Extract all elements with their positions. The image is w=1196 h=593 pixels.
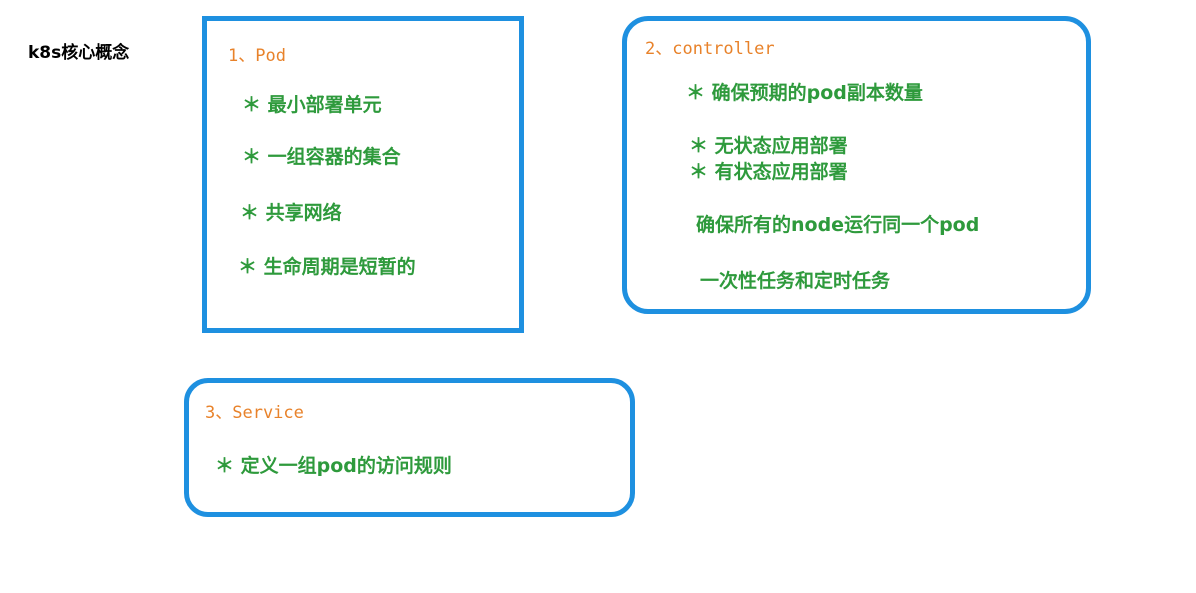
pod-item-2: ＊ 一组容器的集合 <box>242 146 401 168</box>
controller-item-3: ＊ 有状态应用部署 <box>689 161 848 183</box>
pod-title: 1、Pod <box>228 46 286 66</box>
controller-box <box>622 16 1091 314</box>
service-item-1: ＊ 定义一组pod的访问规则 <box>215 455 452 477</box>
page-title: k8s核心概念 <box>28 43 130 63</box>
pod-item-4: ＊ 生命周期是短暂的 <box>238 256 416 278</box>
controller-item-2: ＊ 无状态应用部署 <box>689 135 848 157</box>
controller-item-5: 一次性任务和定时任务 <box>700 270 891 292</box>
controller-title: 2、controller <box>645 39 775 59</box>
service-title: 3、Service <box>205 403 304 423</box>
service-box <box>184 378 635 517</box>
controller-item-4: 确保所有的node运行同一个pod <box>696 214 980 236</box>
pod-box <box>202 16 524 333</box>
controller-item-1: ＊ 确保预期的pod副本数量 <box>686 82 923 104</box>
pod-item-1: ＊ 最小部署单元 <box>242 94 382 116</box>
pod-item-3: ＊ 共享网络 <box>240 202 342 224</box>
